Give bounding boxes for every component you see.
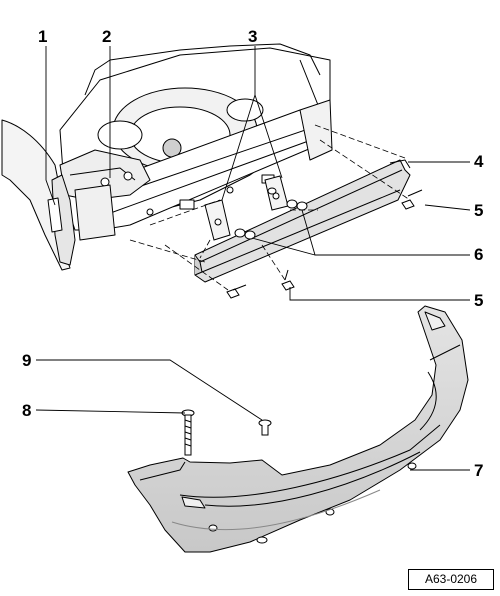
assembly-guide-lines	[129, 124, 411, 291]
callout-6: 6	[474, 245, 484, 264]
callout-1: 1	[38, 27, 48, 46]
callout-4: 4	[474, 152, 484, 171]
callout-7: 7	[474, 461, 484, 480]
bolt-8	[181, 409, 195, 456]
leader-lines	[35, 46, 471, 471]
callout-2: 2	[102, 27, 112, 46]
nuts	[234, 187, 308, 240]
bolts	[226, 189, 423, 299]
bumper-cover	[127, 305, 469, 553]
figure-reference-code: A63-0206	[408, 569, 494, 590]
impact-member	[194, 159, 411, 283]
callout-5-upper: 5	[474, 201, 484, 220]
callout-8: 8	[22, 401, 32, 420]
bumper-brackets	[204, 175, 289, 241]
callout-5-lower: 5	[474, 291, 484, 310]
callout-3: 3	[248, 27, 258, 46]
callout-9: 9	[22, 351, 32, 370]
expanding-rivet-9	[258, 419, 272, 436]
vehicle-rear-body	[1, 43, 333, 271]
